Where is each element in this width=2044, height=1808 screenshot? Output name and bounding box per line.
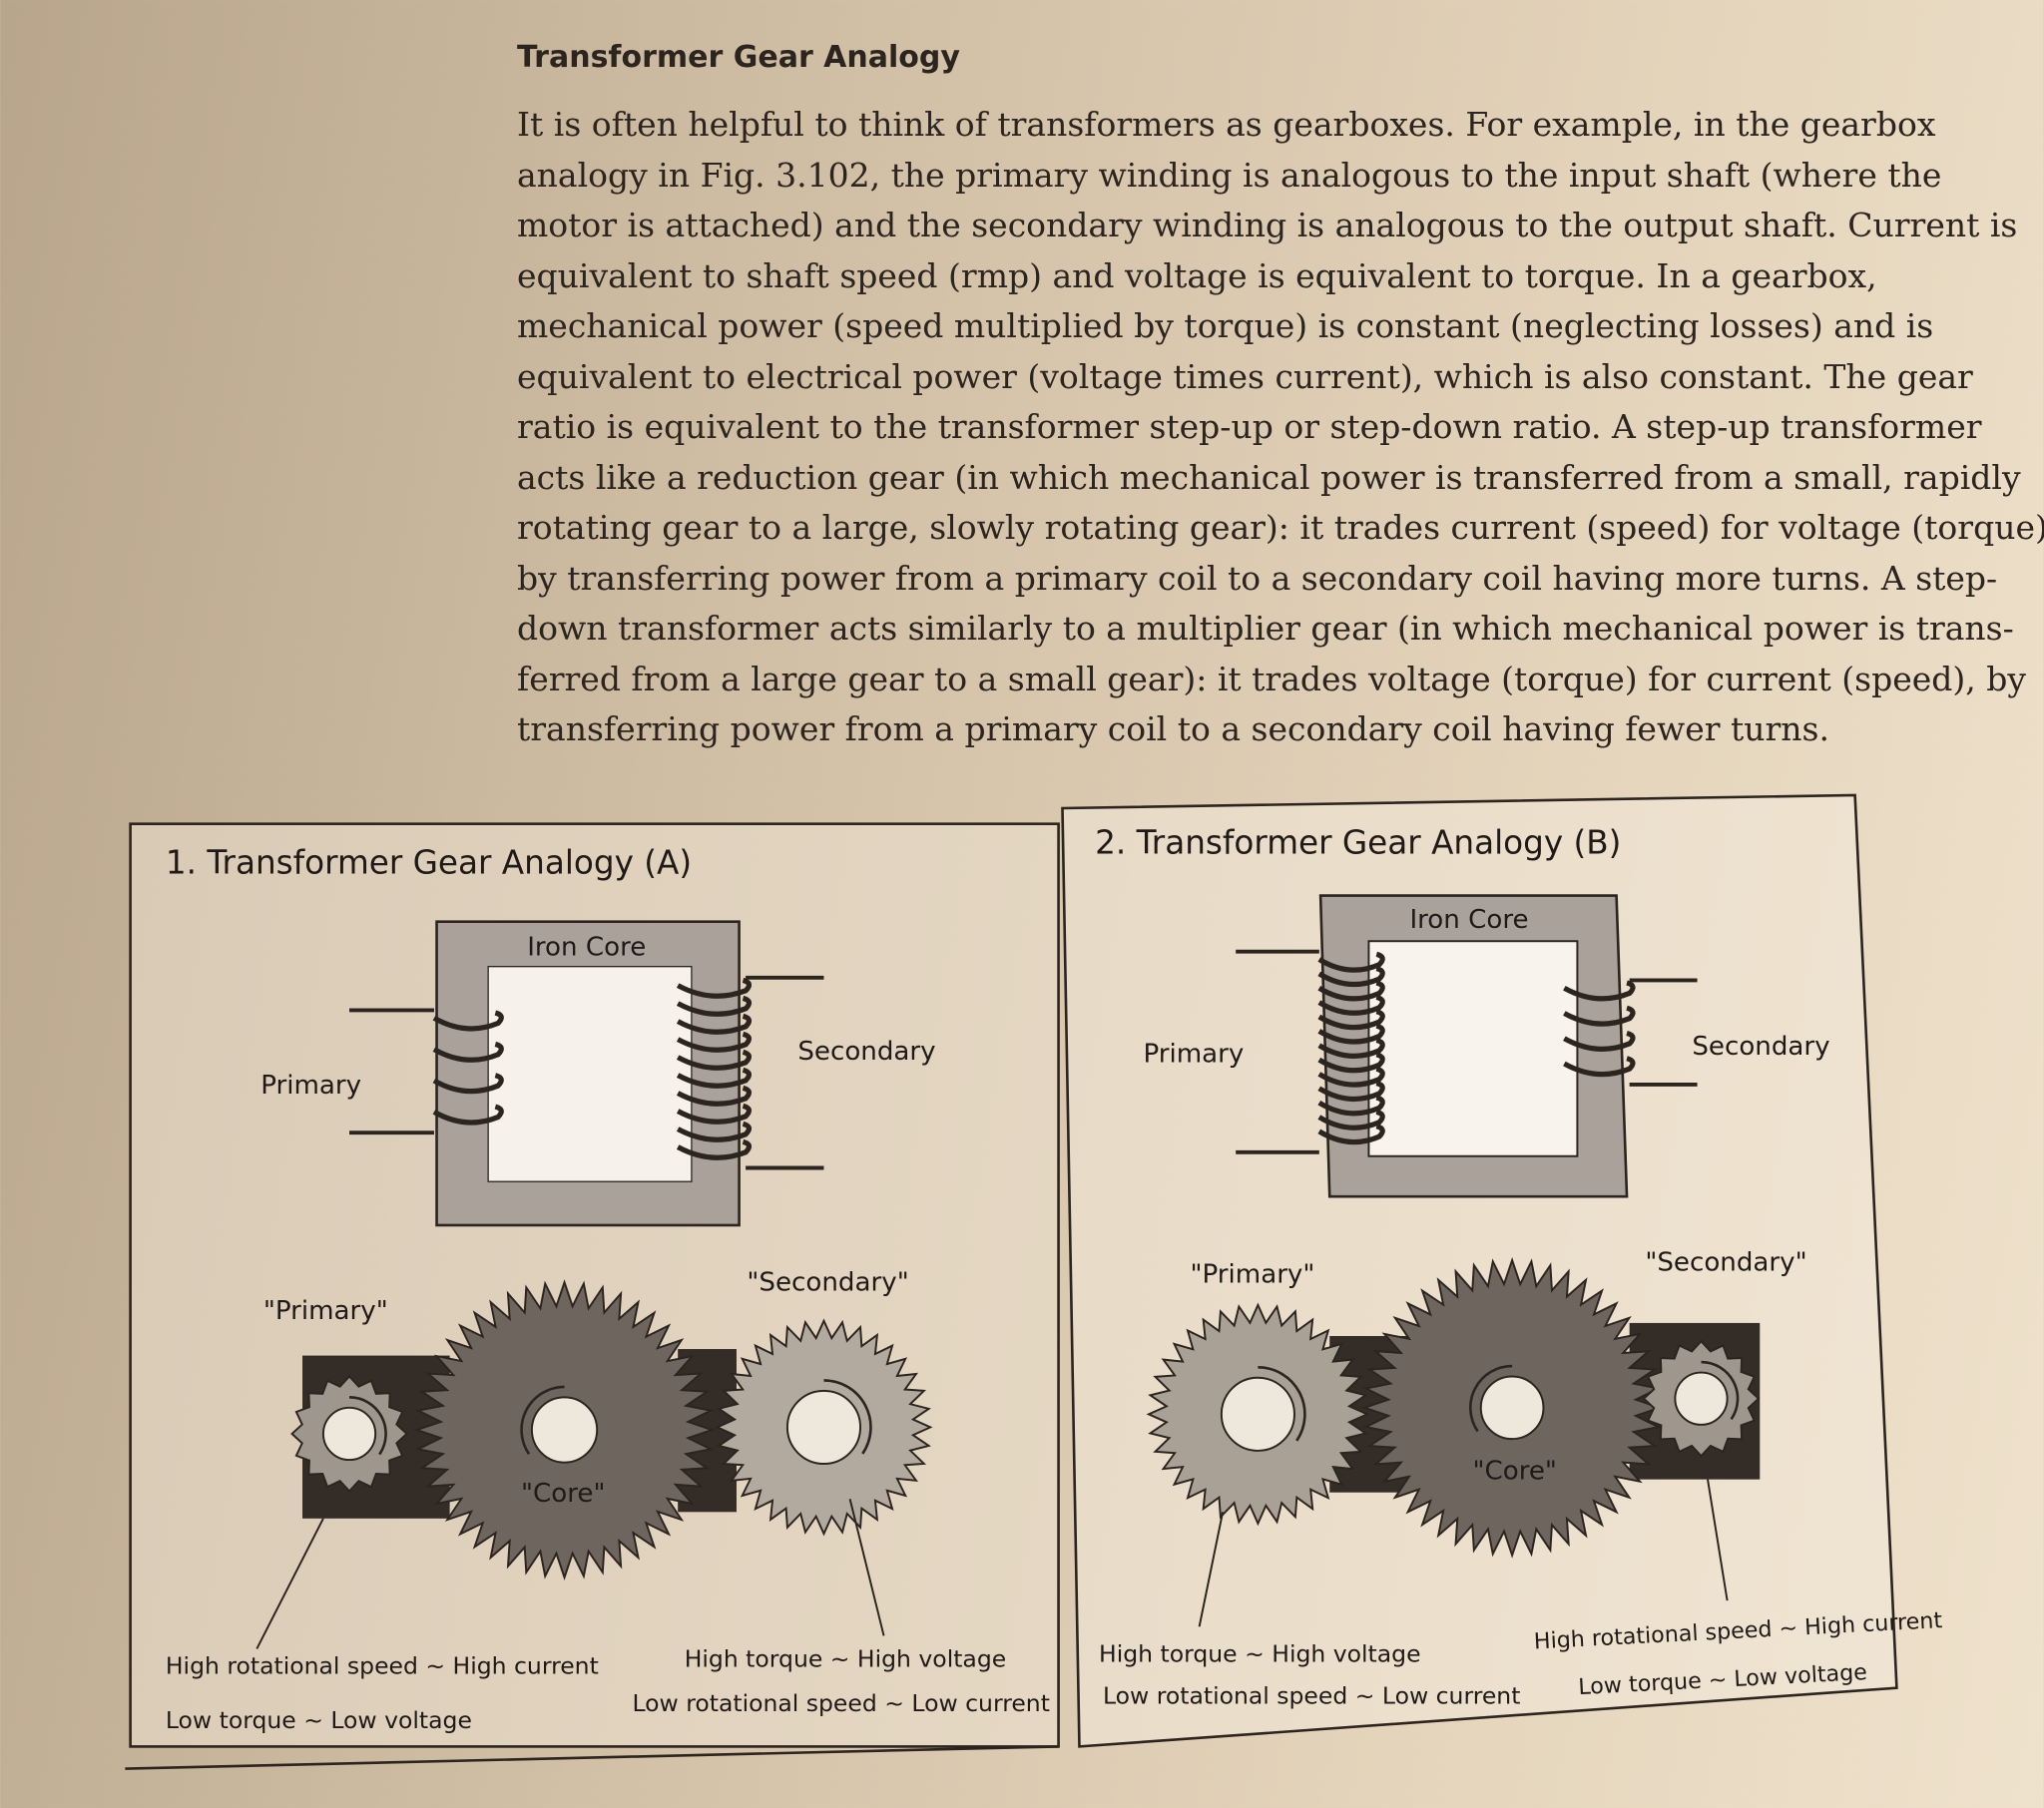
pointer-line — [1707, 1479, 1729, 1601]
paragraph-line: equivalent to shaft speed (rmp) and volt… — [517, 255, 1877, 295]
caption: Low rotational speed ~ Low current — [632, 1689, 1049, 1717]
coil-turn — [676, 1067, 753, 1089]
coil-turn — [676, 977, 753, 999]
coil-turn — [1563, 1056, 1636, 1078]
gear-set — [1146, 1256, 1761, 1559]
paragraph-line: transferring power from a primary coil t… — [517, 709, 1829, 748]
rotation-arrow-icon — [1469, 1364, 1513, 1433]
coil-turn — [1317, 966, 1385, 988]
rotation-arrow-icon — [1701, 1360, 1740, 1421]
coil-turn — [1563, 1005, 1636, 1027]
panel-a-bottom-rule — [125, 1745, 1059, 1770]
coil-turn — [1317, 1023, 1385, 1045]
iron-core-label: Iron Core — [527, 933, 646, 963]
body-paragraph: It is often helpful to think of transfor… — [517, 100, 2044, 755]
paragraph-line: mechanical power (speed multiplied by to… — [517, 306, 1934, 345]
coil-turn — [1317, 980, 1385, 1002]
coil-turn — [676, 1121, 753, 1142]
gear-primary-label: "Primary" — [1190, 1259, 1314, 1289]
panel-b-title: 2. Transformer Gear Analogy (B) — [1095, 824, 1621, 862]
coil-turn — [432, 1010, 504, 1032]
coil-turn — [676, 1103, 753, 1125]
coil-turn — [1317, 951, 1385, 973]
coil-turn — [676, 1031, 753, 1053]
coil-turn — [676, 1085, 753, 1107]
gear-axle-hole — [1674, 1371, 1729, 1426]
gear-core-label: "Core" — [1472, 1457, 1556, 1487]
paragraph-line: rotating gear to a large, slowly rotatin… — [517, 508, 2044, 547]
paragraph-line: acts like a reduction gear (in which mec… — [517, 457, 2021, 497]
core-window — [1367, 940, 1579, 1157]
gear-axle-hole — [1479, 1375, 1545, 1441]
coil-turn — [432, 1041, 504, 1063]
paragraph-line: analogy in Fig. 3.102, the primary windi… — [517, 155, 1942, 195]
section-heading: Transformer Gear Analogy — [517, 40, 960, 75]
caption: High torque ~ High voltage — [1099, 1640, 1421, 1668]
panel-a-title: 1. Transformer Gear Analogy (A) — [166, 843, 692, 881]
coil-turn — [1317, 1009, 1385, 1031]
panel-a: 1. Transformer Gear Analogy (A) Iron Cor… — [125, 822, 1060, 1770]
gear-axle-hole — [785, 1389, 862, 1465]
caption: High rotational speed ~ High current — [166, 1651, 599, 1679]
core-window — [488, 967, 692, 1181]
paragraph-line: It is often helpful to think of transfor… — [517, 105, 1936, 144]
coil-turn — [1317, 1081, 1385, 1103]
coil-turn — [432, 1104, 504, 1126]
coil-turn — [1317, 994, 1385, 1016]
rotation-arrow-icon — [349, 1396, 387, 1456]
paragraph-line: ferred from a large gear to a small gear… — [517, 659, 2027, 698]
coil-windings — [1236, 949, 1698, 1154]
primary-label: Primary — [260, 1071, 361, 1101]
pointer-line — [256, 1518, 324, 1649]
rotation-arrow-icon — [520, 1385, 565, 1456]
coil-turn — [1317, 1095, 1385, 1117]
coil-turn — [676, 1013, 753, 1035]
gear-axle-hole — [1220, 1376, 1295, 1452]
coil-turn — [1317, 1124, 1385, 1145]
paragraph-line: motor is attached) and the secondary win… — [517, 206, 2018, 244]
caption: Low rotational speed ~ Low current — [1103, 1681, 1520, 1709]
coil-turn — [1563, 1030, 1636, 1053]
coil-turn — [1563, 980, 1636, 1002]
paragraph-line: by transferring power from a primary coi… — [517, 558, 1998, 598]
gear-secondary-label: "Secondary" — [747, 1267, 908, 1297]
primary-label: Primary — [1143, 1040, 1244, 1070]
paragraph-line: down transformer acts similarly to a mul… — [517, 609, 2014, 648]
paragraph-line: ratio is equivalent to the transformer s… — [517, 407, 1982, 446]
coil-turn — [432, 1073, 504, 1095]
pointer-line — [848, 1499, 885, 1636]
coil-turn — [1317, 1066, 1385, 1088]
paragraph-line: equivalent to electrical power (voltage … — [517, 356, 1973, 396]
coil-turn — [1317, 1037, 1385, 1059]
caption: High torque ~ High voltage — [685, 1645, 1007, 1673]
gear-primary-label: "Primary" — [263, 1296, 388, 1326]
gear-set — [290, 1279, 933, 1581]
secondary-label: Secondary — [797, 1037, 935, 1067]
rotation-arrow-icon — [823, 1379, 872, 1455]
panel-b: 2. Transformer Gear Analogy (B) Iron Cor… — [1061, 793, 1943, 1748]
pointer-line — [1198, 1512, 1225, 1627]
coil-turn — [676, 995, 753, 1017]
gear-core-label: "Core" — [521, 1479, 605, 1509]
coil-turn — [676, 1049, 753, 1071]
gear-secondary-label: "Secondary" — [1645, 1248, 1806, 1278]
secondary-label: Secondary — [1692, 1032, 1829, 1062]
iron-core-label: Iron Core — [1409, 905, 1528, 935]
rotation-arrow-icon — [1258, 1366, 1306, 1442]
coil-turn — [1317, 1109, 1385, 1130]
coil-turn — [676, 1138, 753, 1160]
caption: Low torque ~ Low voltage — [166, 1706, 472, 1734]
coil-windings — [349, 975, 824, 1170]
coil-turn — [1317, 1052, 1385, 1074]
gear-axle-hole — [321, 1406, 377, 1462]
gear-axle-hole — [530, 1396, 599, 1464]
